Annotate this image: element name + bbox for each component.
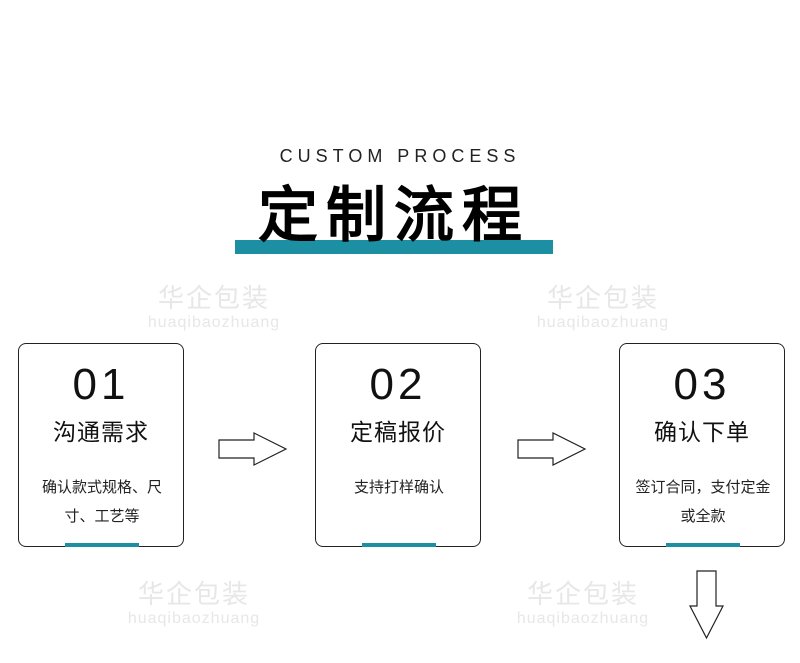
watermark-cn: 华企包装 xyxy=(137,580,250,610)
step-description: 支持打样确认 xyxy=(353,478,444,496)
step-card-1: 01 沟通需求 确认款式规格、尺寸、工艺等 xyxy=(18,343,184,547)
watermark: 华企包装 huaqibaozhuang xyxy=(134,284,294,332)
arrow-right-icon xyxy=(218,432,288,466)
arrow-right-icon xyxy=(517,432,587,466)
step-title: 定稿报价 xyxy=(350,420,446,446)
watermark-en: huaqibaozhuang xyxy=(127,610,261,627)
step-description: 签订合同，支付定金或全款 xyxy=(635,478,771,525)
watermark: 华企包装 huaqibaozhuang xyxy=(523,284,683,332)
watermark: 华企包装 huaqibaozhuang xyxy=(503,580,663,628)
step-accent-bar xyxy=(362,543,436,547)
step-number: 02 xyxy=(369,360,427,409)
watermark: 华企包装 huaqibaozhuang xyxy=(114,580,274,628)
watermark-cn: 华企包装 xyxy=(526,580,639,610)
step-accent-bar xyxy=(666,543,740,547)
watermark-en: huaqibaozhuang xyxy=(516,610,650,627)
watermark-en: huaqibaozhuang xyxy=(536,314,670,331)
page-title: 定制流程 xyxy=(258,181,530,251)
step-card-3: 03 确认下单 签订合同，支付定金或全款 xyxy=(619,343,785,547)
step-title: 确认下单 xyxy=(654,420,750,446)
title-block: 定制流程 xyxy=(235,178,553,260)
step-number: 03 xyxy=(673,360,731,409)
process-subtitle: CUSTOM PROCESS xyxy=(279,146,521,166)
step-number: 01 xyxy=(72,360,130,409)
watermark-cn: 华企包装 xyxy=(157,284,270,314)
step-description: 确认款式规格、尺寸、工艺等 xyxy=(41,478,162,525)
watermark-cn: 华企包装 xyxy=(546,284,659,314)
title-underline-bar xyxy=(235,240,553,254)
arrow-down-icon xyxy=(689,570,724,640)
step-accent-bar xyxy=(65,543,139,547)
watermark-en: huaqibaozhuang xyxy=(147,314,281,331)
step-card-2: 02 定稿报价 支持打样确认 xyxy=(315,343,481,547)
step-title: 沟通需求 xyxy=(53,420,149,446)
